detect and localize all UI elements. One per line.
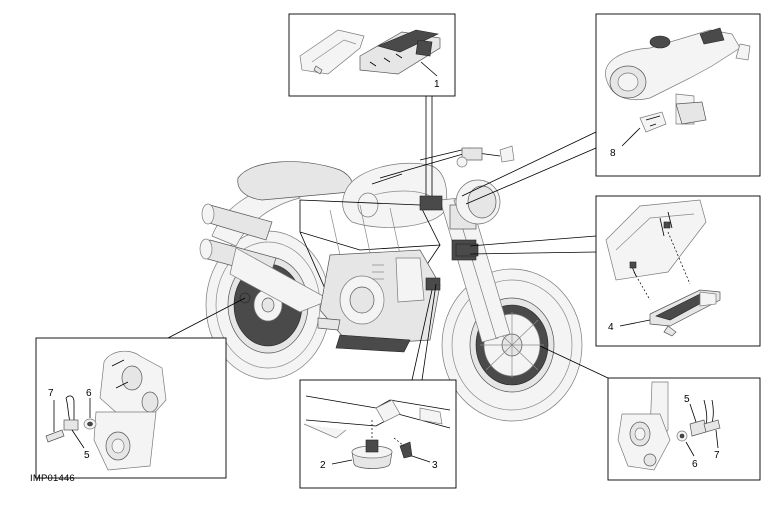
headlight <box>455 179 501 225</box>
diagram-code: IMP01446 <box>30 473 75 484</box>
engine <box>319 249 441 353</box>
callout-1: 1 <box>434 79 440 90</box>
control-unit-on-bike <box>455 243 479 257</box>
sensor-on-bike <box>425 277 441 291</box>
callout-7-front: 7 <box>714 450 720 461</box>
callout-6-front: 6 <box>692 459 698 470</box>
callout-4: 4 <box>608 322 614 333</box>
detail-box-front-speed-sensor: 5 6 7 <box>607 377 761 481</box>
callout-2: 2 <box>320 460 326 471</box>
callout-7-rear: 7 <box>48 388 54 399</box>
front-wheel <box>441 268 583 422</box>
handlebar <box>371 145 515 185</box>
motorcycle-illustration <box>199 145 583 422</box>
ecu-on-bike <box>419 195 443 211</box>
seat <box>237 161 354 201</box>
detail-box-steering: 8 <box>595 13 761 177</box>
fuel-tank <box>342 162 447 228</box>
callout-3: 3 <box>432 460 438 471</box>
callout-6-rear: 6 <box>86 388 92 399</box>
leader-lines <box>167 96 609 381</box>
callout-5-front: 5 <box>684 394 690 405</box>
detail-box-rear-speed-sensor: 7 6 5 <box>35 337 227 479</box>
callout-5-rear: 5 <box>84 450 90 461</box>
callout-8: 8 <box>610 148 616 159</box>
detail-box-control-unit: 4 <box>595 195 761 347</box>
detail-box-sensor: 2 3 <box>299 379 457 489</box>
detail-box-ecu: 1 <box>288 13 456 97</box>
